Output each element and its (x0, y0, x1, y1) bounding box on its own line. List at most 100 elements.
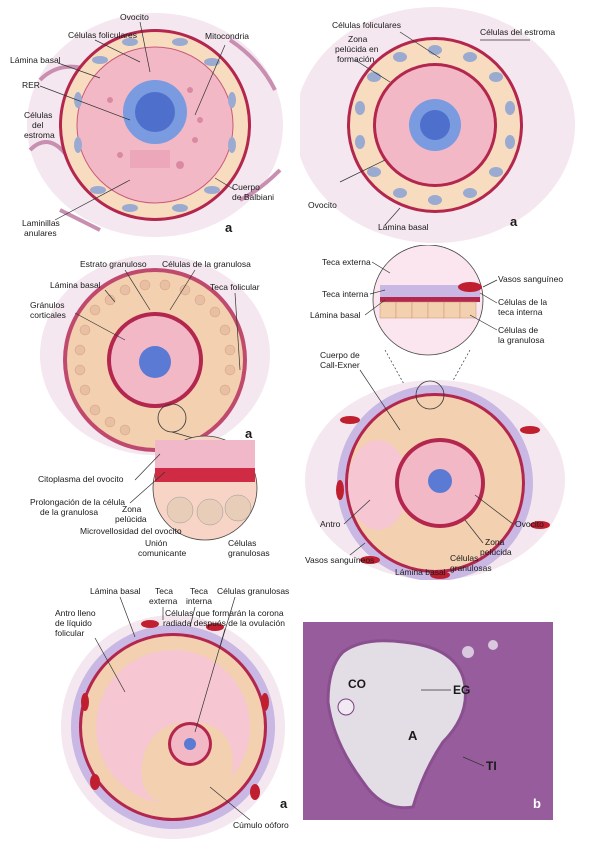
label-ovocito: Ovocito (515, 519, 544, 529)
label-celulas-granulosa: Células de la granulosa (162, 259, 251, 269)
oocyte-nucleus (139, 346, 171, 378)
label-cuerpo-balbiani-2: de Balbiani (232, 192, 274, 202)
leader-vasos-sanguineos (349, 542, 366, 556)
panel-letter: a (280, 796, 288, 811)
zoom-zona (155, 468, 255, 482)
antrum-cavity (348, 440, 408, 530)
label-antro-2: de líquido (55, 618, 92, 628)
label-teca-int-1: Teca (190, 586, 208, 596)
label-corona-2: radiada después de la ovulación (163, 618, 285, 628)
leader-cumulo (209, 786, 251, 821)
leader-rer (39, 85, 131, 121)
leader-zona (464, 519, 484, 544)
follicular-cell-nuclei (74, 38, 236, 212)
panel-letter: a (245, 426, 253, 441)
label-celulas-granulosas: Células granulosas (217, 586, 289, 596)
label-celulas-foliculares: Células foliculares (332, 20, 401, 30)
stroma-cells (28, 38, 282, 232)
oocyte-nucleus (184, 738, 196, 750)
secondary-follicle-1 (462, 646, 474, 658)
label-lamina-basal: Lámina basal (90, 586, 141, 596)
label-celulas-estroma: Células del estroma (480, 27, 555, 37)
label-lamina-basal: Lámina basal (378, 222, 429, 232)
oocyte-nucleolus (135, 92, 175, 132)
label-celulas-gran-1: Células de (498, 325, 538, 335)
leader-cuerpo (359, 369, 401, 431)
leader-teca-interna (369, 289, 386, 295)
histology-micrograph: CO EG A TI b (303, 622, 553, 820)
label-co: CO (348, 677, 366, 691)
label-celulas-g-2: granulosas (450, 563, 492, 573)
label-antro: Antro (320, 519, 341, 529)
zoom-granulosa-cells (166, 494, 252, 526)
leader-celulas-foliculares (94, 39, 141, 63)
label-antro-1: Antro lleno (55, 608, 96, 618)
label-a: A (408, 728, 418, 743)
label-zona-2: pelúcida en (335, 44, 379, 54)
zoom-cytoplasm (155, 440, 255, 468)
label-lamina-basal: Lámina basal (50, 280, 101, 290)
diagram-mature-follicle: Lámina basal Teca externa Teca interna C… (55, 586, 289, 839)
label-celulas-teca-1: Células de la (498, 297, 547, 307)
leader-teca-externa (371, 261, 391, 274)
label-celulas-gran-1: Células (228, 538, 256, 548)
panel-letter: b (533, 796, 541, 811)
leader-zona-pelucida (354, 59, 391, 83)
leader-lamina-basal (384, 207, 401, 226)
antrum-space (326, 639, 467, 810)
label-celulas-foliculares: Células foliculares (68, 30, 137, 40)
panel-micrograph: CO EG A TI b (303, 622, 553, 820)
label-ovocito: Ovocito (120, 12, 149, 22)
label-celulas-teca-2: teca interna (498, 307, 543, 317)
panel-letter: a (510, 214, 518, 229)
zoom-circle-small (415, 380, 445, 410)
leader-cuerpo-balbiani (214, 177, 236, 191)
zoom-granulosa-cells (379, 301, 477, 319)
leader-ovocito (139, 21, 151, 73)
leader-ti (462, 756, 485, 767)
blood-vessels (81, 620, 269, 800)
leader-celulas-teca (479, 292, 498, 304)
panel-primordial-follicle: Ovocito Células foliculares Mitocondria … (0, 0, 295, 245)
label-teca-ext-1: Teca (155, 586, 173, 596)
panel-secondary-follicle: Estrato granuloso Células de la granulos… (0, 250, 295, 570)
label-granulos-2: corticales (30, 310, 66, 320)
label-lamina-basal: Lámina basal (10, 55, 61, 65)
leader-lamina-basal (57, 62, 101, 79)
label-teca-interna: Teca interna (322, 289, 369, 299)
label-teca-ext-2: externa (149, 596, 178, 606)
label-celulas-g-1: Células (450, 553, 478, 563)
zoom-basal-lamina (380, 297, 480, 302)
panel-mature-follicle: Lámina basal Teca externa Teca interna C… (55, 582, 303, 842)
label-lamina-basal: Lámina basal (310, 310, 361, 320)
label-vasos: Vasos sanguíneo (498, 274, 563, 284)
leader-citoplasma (134, 453, 161, 481)
leader-ovocito (339, 159, 386, 183)
leader-lamina-basal (119, 596, 136, 638)
leader-celulas-foliculares (399, 31, 441, 59)
leader-estrato (124, 269, 151, 311)
label-cumulo: Cúmulo oóforo (233, 820, 289, 830)
oocyte-co (337, 698, 355, 716)
label-mitocondria: Mitocondria (205, 31, 249, 41)
label-lamina-basal-2: Lámina basal (395, 567, 446, 577)
leader-vasos (482, 279, 498, 288)
label-zona-1: Zona (485, 537, 505, 547)
label-ti: TI (486, 759, 497, 773)
oocyte-nucleolus (420, 110, 450, 140)
leader-prolongacion (129, 471, 166, 504)
label-granulos-1: Gránulos (30, 300, 65, 310)
label-teca-int-2: interna (186, 596, 212, 606)
diagram-primary-follicle: Células foliculares Células del estroma … (300, 7, 575, 243)
secondary-follicle-2 (488, 640, 498, 650)
label-teca-folicular: Teca folicular (210, 282, 260, 292)
zoom-teca-interna (380, 285, 480, 297)
panel-vesicular-follicle: Teca externa Teca interna Lámina basal V… (300, 245, 599, 580)
zoom-blood-vessel (458, 282, 482, 292)
label-union-2: comunicante (138, 548, 186, 558)
leader-antro (343, 499, 371, 525)
follicular-cell-nuclei (355, 45, 515, 205)
label-antro-3: folicular (55, 628, 84, 638)
label-celulas-gran-2: la granulosa (498, 335, 545, 345)
label-microvellosidad: Microvellosidad del ovocito (80, 526, 182, 536)
